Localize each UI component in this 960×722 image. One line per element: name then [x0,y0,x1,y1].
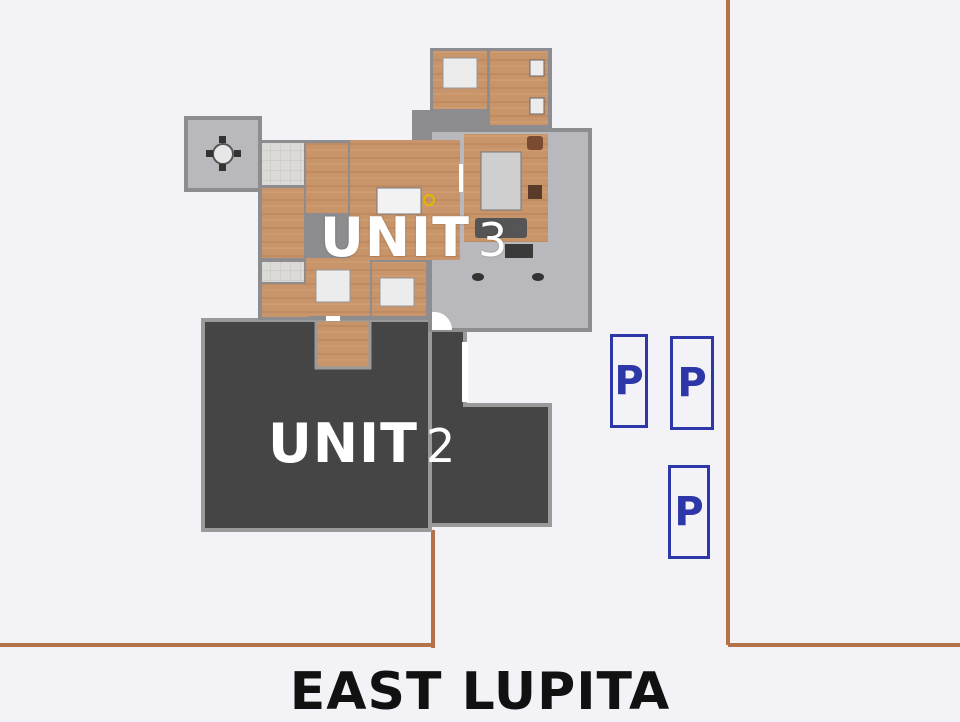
parking-space-3: P [668,465,710,559]
terrace [184,116,262,192]
street-name: EAST LUPITA [289,662,671,722]
property-lines [0,0,960,648]
parking-space-1: P [610,334,648,428]
unit-2-building [201,318,552,532]
parking-space-2: P [670,336,714,430]
unit-3-interior [258,48,552,402]
